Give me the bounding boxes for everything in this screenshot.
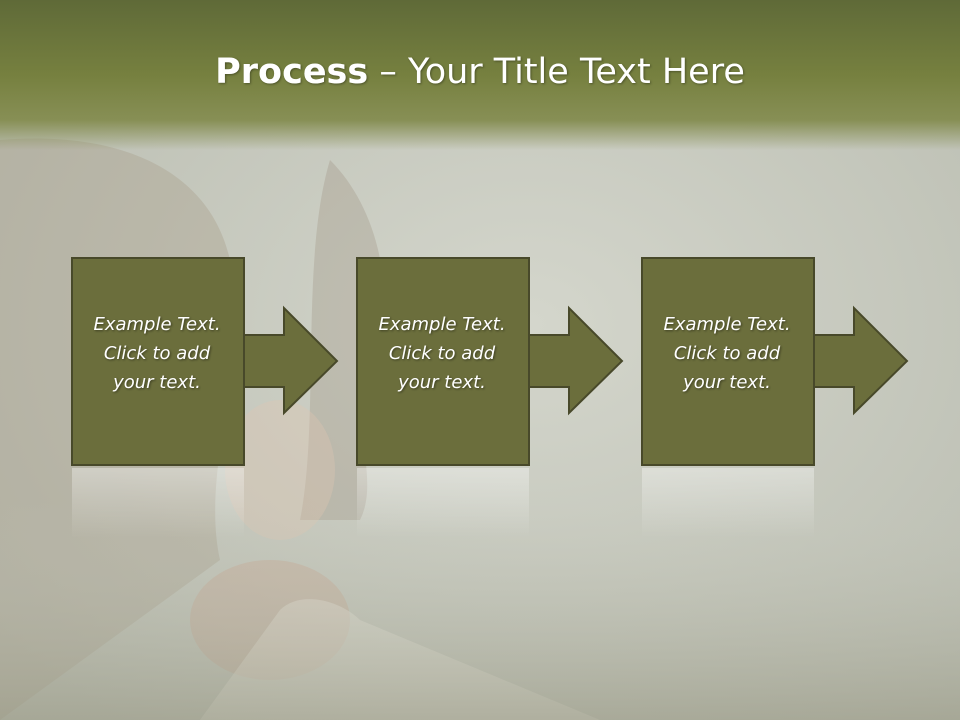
step-arrow — [241, 305, 339, 416]
step-arrow — [811, 305, 909, 416]
step-box — [71, 257, 245, 466]
step-text-line: Click to add — [673, 343, 781, 364]
step-text-line: Example Text. — [663, 314, 791, 335]
step-reflection — [357, 468, 529, 538]
step-text[interactable]: Example Text. Click to add your text. — [72, 310, 242, 397]
title-rest: – Your Title Text Here — [368, 52, 745, 92]
step-box — [356, 257, 530, 466]
slide-title[interactable]: Process – Your Title Text Here — [0, 52, 960, 92]
step-text[interactable]: Example Text. Click to add your text. — [642, 310, 812, 397]
step-text-line: Click to add — [103, 343, 211, 364]
step-text[interactable]: Example Text. Click to add your text. — [357, 310, 527, 397]
step-text-line: Click to add — [388, 343, 496, 364]
step-text-line: your text. — [113, 372, 201, 393]
process-step-2[interactable]: Example Text. Click to add your text. — [355, 256, 625, 556]
step-reflection — [642, 468, 814, 538]
title-bold: Process — [215, 52, 369, 92]
step-box — [641, 257, 815, 466]
step-text-line: Example Text. — [93, 314, 221, 335]
process-step-3[interactable]: Example Text. Click to add your text. — [640, 256, 910, 556]
step-text-line: your text. — [683, 372, 771, 393]
title-band — [0, 0, 960, 150]
step-reflection — [72, 468, 244, 538]
step-text-line: your text. — [398, 372, 486, 393]
step-text-line: Example Text. — [378, 314, 506, 335]
step-arrow — [526, 305, 624, 416]
process-step-1[interactable]: Example Text. Click to add your text. — [70, 256, 340, 556]
